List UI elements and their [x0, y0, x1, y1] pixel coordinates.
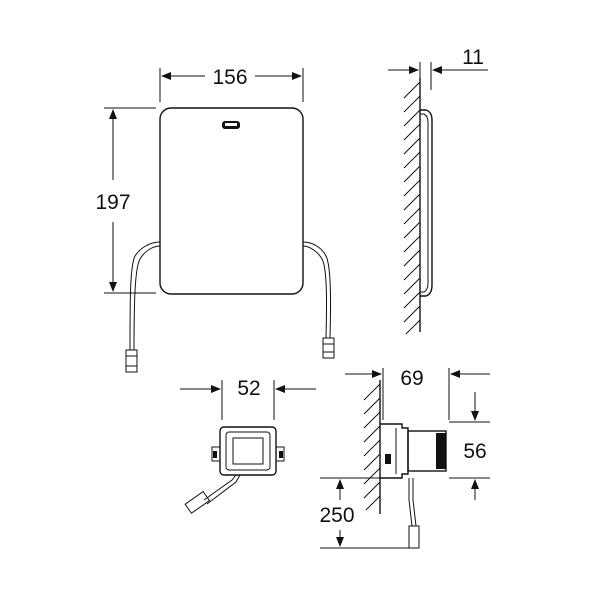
dim-panel-height: 197: [95, 191, 130, 214]
side-view-box: 69 56 250: [319, 367, 490, 549]
cable-left: [129, 241, 161, 351]
side-connector: [408, 525, 420, 549]
box-connector: [184, 490, 211, 514]
box-cable: [203, 474, 237, 501]
plate-profile: [420, 109, 433, 297]
logo-mark: [222, 121, 240, 129]
control-box-side: [380, 423, 409, 479]
connector-left: [125, 349, 138, 373]
side-cable: [408, 478, 413, 527]
dim-panel-width: 156: [212, 66, 247, 89]
cover-plate: [159, 107, 304, 295]
connector-right: [322, 337, 335, 359]
dim-box-height: 56: [463, 440, 486, 463]
side-view-plate: 11: [388, 46, 488, 335]
top-view-box: 52: [180, 377, 316, 514]
front-view: 156 197: [95, 66, 335, 373]
dim-box-width: 52: [237, 377, 260, 400]
dim-box-depth: 69: [400, 367, 423, 390]
dim-panel-depth: 11: [462, 46, 484, 69]
control-box-top: [219, 426, 277, 476]
cable-right: [302, 241, 332, 339]
dim-cable-length: 250: [319, 504, 354, 527]
